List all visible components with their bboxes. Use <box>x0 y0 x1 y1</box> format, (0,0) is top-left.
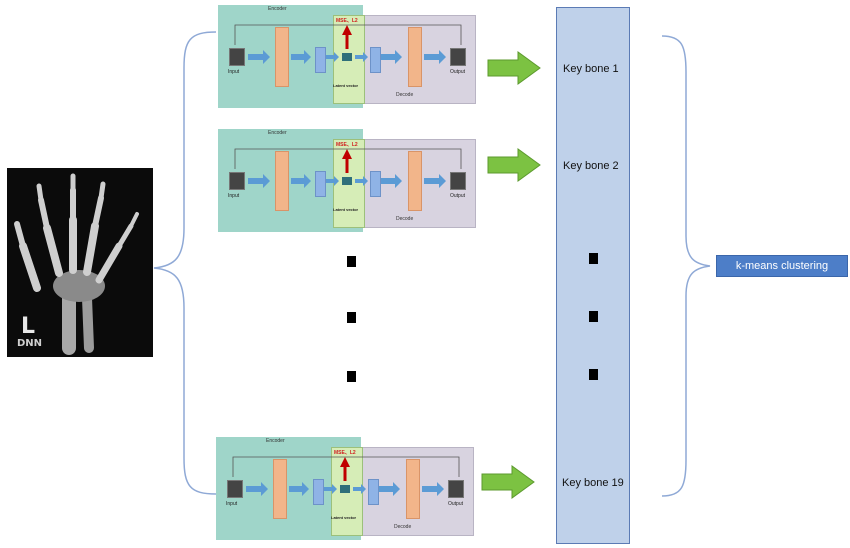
output-image-thumbnail <box>450 172 466 190</box>
left-brace <box>153 31 217 495</box>
autoencoder-block-19: Encoder MSE、L2 Latent vector Decode Inpu… <box>216 437 474 540</box>
xray-text-marker: DNN <box>17 338 43 349</box>
latent-vector-label: Latent vector <box>333 207 359 212</box>
encoder-layer <box>275 27 289 87</box>
input-label: Input <box>226 501 238 507</box>
decoder-layer <box>408 27 422 87</box>
encoder-layer <box>273 459 287 519</box>
output-image-thumbnail <box>448 480 464 498</box>
encoder-layer-small <box>313 479 324 505</box>
key-bone-label-19: Key bone 19 <box>562 477 624 489</box>
decoder-layer <box>406 459 420 519</box>
encoder-label: Encoder <box>268 130 287 136</box>
decoder-label: Decode <box>396 216 414 222</box>
output-image-thumbnail <box>450 48 466 66</box>
ellipsis-dot <box>347 312 356 323</box>
ellipsis-dot <box>347 371 356 382</box>
decoder-label: Decode <box>396 92 414 98</box>
green-arrow-1 <box>487 51 541 85</box>
loss-label: MSE、L2 <box>336 18 358 24</box>
input-image-thumbnail <box>229 172 245 190</box>
output-label: Output <box>450 193 466 199</box>
decoder-layer-small <box>368 479 379 505</box>
input-image-thumbnail <box>229 48 245 66</box>
decoder-layer-small <box>370 171 381 197</box>
key-bone-label-1: Key bone 1 <box>563 63 619 75</box>
green-arrow-2 <box>487 148 541 182</box>
hand-bones-drawing <box>14 173 139 355</box>
encoder-label: Encoder <box>268 6 287 12</box>
key-bone-label-2: Key bone 2 <box>563 160 619 172</box>
loss-label: MSE、L2 <box>334 450 356 456</box>
latent-vector-label: Latent vector <box>333 83 359 88</box>
xray-side-marker: L <box>21 314 36 339</box>
decoder-layer-small <box>370 47 381 73</box>
output-label: Output <box>450 69 466 75</box>
autoencoder-connectors <box>232 456 460 496</box>
autoencoder-block-1: Encoder MSE、L2 Latent vector Decode Inpu… <box>218 5 476 108</box>
input-image-thumbnail <box>227 480 243 498</box>
input-label: Input <box>228 193 240 199</box>
kmeans-clustering-box: k-means clustering <box>716 255 848 277</box>
encoder-layer-small <box>315 47 326 73</box>
input-label: Input <box>228 69 240 75</box>
autoencoder-connectors <box>234 24 462 64</box>
latent-vector-label: Latent vector <box>331 515 357 520</box>
ellipsis-dot <box>589 311 598 322</box>
loss-label: MSE、L2 <box>336 142 358 148</box>
decoder-layer <box>408 151 422 211</box>
autoencoder-connectors <box>234 148 462 188</box>
autoencoder-block-2: Encoder MSE、L2 Latent vector Decode Inpu… <box>218 129 476 232</box>
encoder-label: Encoder <box>266 438 285 444</box>
ellipsis-dot <box>347 256 356 267</box>
output-label: Output <box>448 501 464 507</box>
right-brace <box>661 35 711 497</box>
key-bone-column: Key bone 1 Key bone 2 Key bone 19 <box>556 7 630 544</box>
encoder-layer <box>275 151 289 211</box>
ellipsis-dot <box>589 369 598 380</box>
encoder-layer-small <box>315 171 326 197</box>
hand-xray-image: L DNN <box>7 168 153 357</box>
decoder-label: Decode <box>394 524 412 530</box>
ellipsis-dot <box>589 253 598 264</box>
green-arrow-19 <box>481 465 535 499</box>
